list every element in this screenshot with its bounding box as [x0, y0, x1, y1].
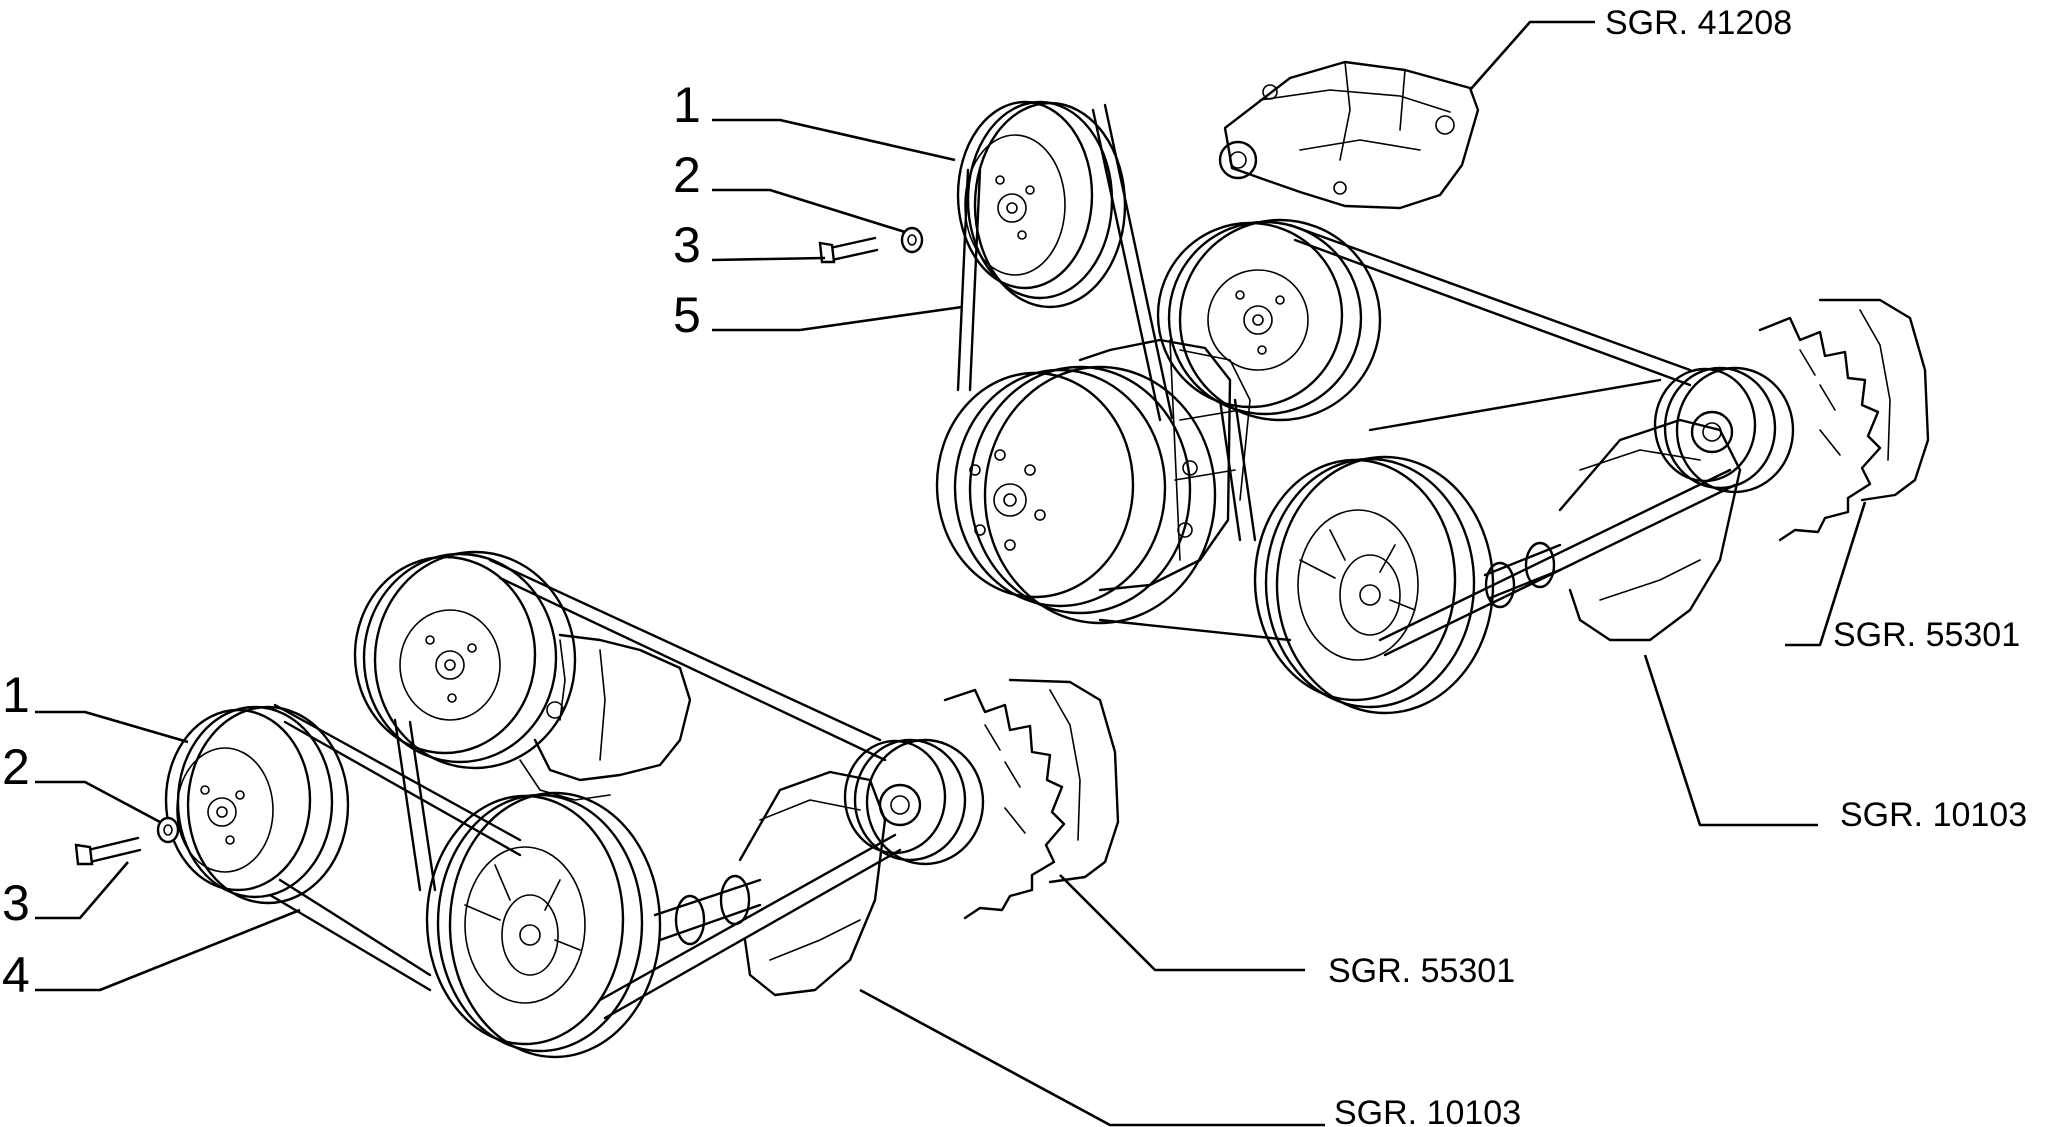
bolt-head-lower [74, 843, 94, 866]
reference-labels: SGR. 41208 SGR. 55301 SGR. 10103 SGR. 55… [1328, 4, 2027, 1127]
bolt-upper [828, 236, 879, 262]
ref-alternator-top: SGR. 55301 [1833, 616, 2020, 654]
idler-pulley-upper [956, 100, 1127, 309]
callout-top-1: 1 [673, 77, 701, 133]
lower-assembly [164, 550, 1120, 1059]
callouts-bottom: 1 2 3 4 [2, 667, 30, 1003]
fasteners-lower [74, 816, 180, 866]
bracket-upper [1169, 339, 1241, 561]
callout-bottom-4: 4 [2, 947, 30, 1003]
pump-pulley-upper [1156, 218, 1382, 422]
fasteners-upper [818, 226, 924, 264]
bolt-head-upper-2 [1182, 460, 1198, 476]
power-steering-pump-lower [519, 633, 692, 801]
ref-engine-bottom: SGR. 10103 [1334, 1094, 1521, 1127]
bolt-lower [86, 836, 142, 864]
callout-bottom-3: 3 [2, 875, 30, 931]
bolt-head-upper [1177, 522, 1193, 538]
upper-assembly [935, 60, 1930, 715]
washer-lower [156, 816, 180, 844]
alternator-upper [1653, 298, 1930, 542]
leader-lines [35, 20, 1867, 1127]
crankshaft-lower [653, 770, 887, 997]
crankshaft-pulley-upper [1253, 455, 1495, 715]
callout-bottom-1: 1 [2, 667, 30, 723]
ref-engine-top: SGR. 10103 [1840, 796, 2027, 834]
idler-pulley-lower [164, 705, 350, 905]
belt-upper-long [1098, 223, 1737, 657]
callout-top-3: 3 [673, 217, 701, 273]
power-steering-pump-upper [1218, 60, 1480, 210]
callouts-top: 1 2 3 5 [673, 77, 701, 343]
washer-upper [900, 226, 924, 254]
compressor-pulley-upper [935, 338, 1251, 625]
belt-lower-long [268, 558, 902, 1020]
belt-upper-short [956, 103, 1174, 422]
callout-top-2: 2 [673, 147, 701, 203]
ref-power-steering-pump: SGR. 41208 [1605, 4, 1792, 42]
callout-top-5: 5 [673, 287, 701, 343]
crankshaft-pulley-lower [425, 791, 662, 1059]
ref-alternator-bottom: SGR. 55301 [1328, 952, 1515, 990]
callout-bottom-2: 2 [2, 739, 30, 795]
alternator-lower [843, 678, 1120, 920]
pump-pulley-lower [353, 550, 577, 770]
crankshaft-upper [1483, 418, 1742, 642]
